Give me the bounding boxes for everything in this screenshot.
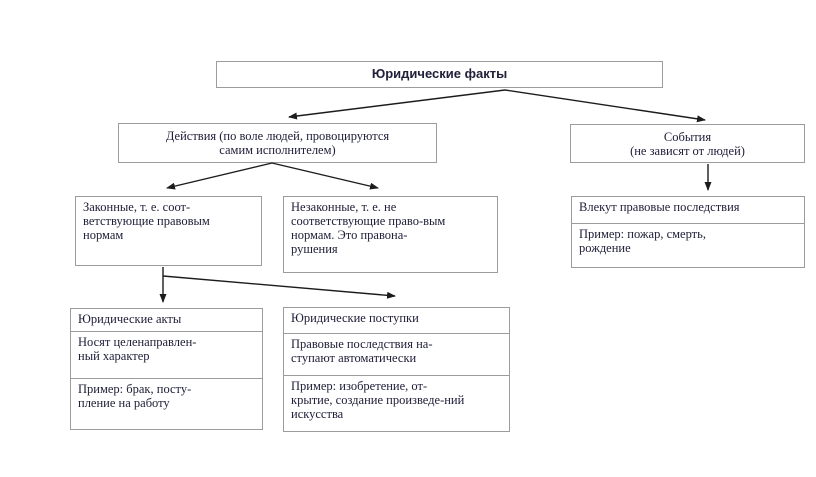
arrow-root-to-events-icon (504, 89, 706, 123)
node-legal-acts-body: Носят целенаправлен- ный характер (71, 331, 262, 378)
node-legal-deeds-body: Правовые последствия на- ступают автомат… (284, 333, 509, 375)
node-actions: Действия (по воле людей, провоцируются с… (118, 123, 437, 163)
node-actions-label: Действия (по воле людей, провоцируются с… (165, 129, 390, 157)
arrow-actions-to-lawful-icon (166, 162, 273, 190)
node-events: События (не зависят от людей) (570, 124, 805, 163)
node-event-consequences: Влекут правовые последствия Пример: пожа… (571, 196, 805, 268)
node-event-consequences-header: Влекут правовые последствия (579, 200, 740, 214)
node-legal-deeds: Юридические поступки Правовые последстви… (283, 307, 510, 432)
node-legal-acts-header: Юридические акты (78, 312, 182, 326)
node-legal-facts: Юридические факты (216, 61, 663, 88)
arrow-actions-to-unlawful-icon (271, 162, 379, 190)
node-legal-deeds-header: Юридические поступки (291, 311, 419, 325)
arrow-lawful-to-deeds-icon (162, 275, 396, 299)
node-unlawful-label: Незаконные, т. е. не соответствующие пра… (291, 200, 446, 256)
node-lawful: Законные, т. е. соот- ветствующие правов… (75, 196, 262, 266)
node-unlawful: Незаконные, т. е. не соответствующие пра… (283, 196, 498, 273)
arrow-root-to-actions-icon (288, 89, 506, 120)
node-legal-deeds-example: Пример: изобретение, от- крытие, создани… (284, 375, 509, 431)
node-legal-facts-label: Юридические факты (371, 66, 508, 81)
node-event-consequences-example: Пример: пожар, смерть, рождение (572, 223, 804, 267)
node-legal-acts-example: Пример: брак, посту- пление на работу (71, 378, 262, 429)
node-lawful-label: Законные, т. е. соот- ветствующие правов… (83, 200, 210, 242)
node-events-label: События (не зависят от людей) (630, 130, 745, 158)
node-legal-acts: Юридические акты Носят целенаправлен- ны… (70, 308, 263, 430)
